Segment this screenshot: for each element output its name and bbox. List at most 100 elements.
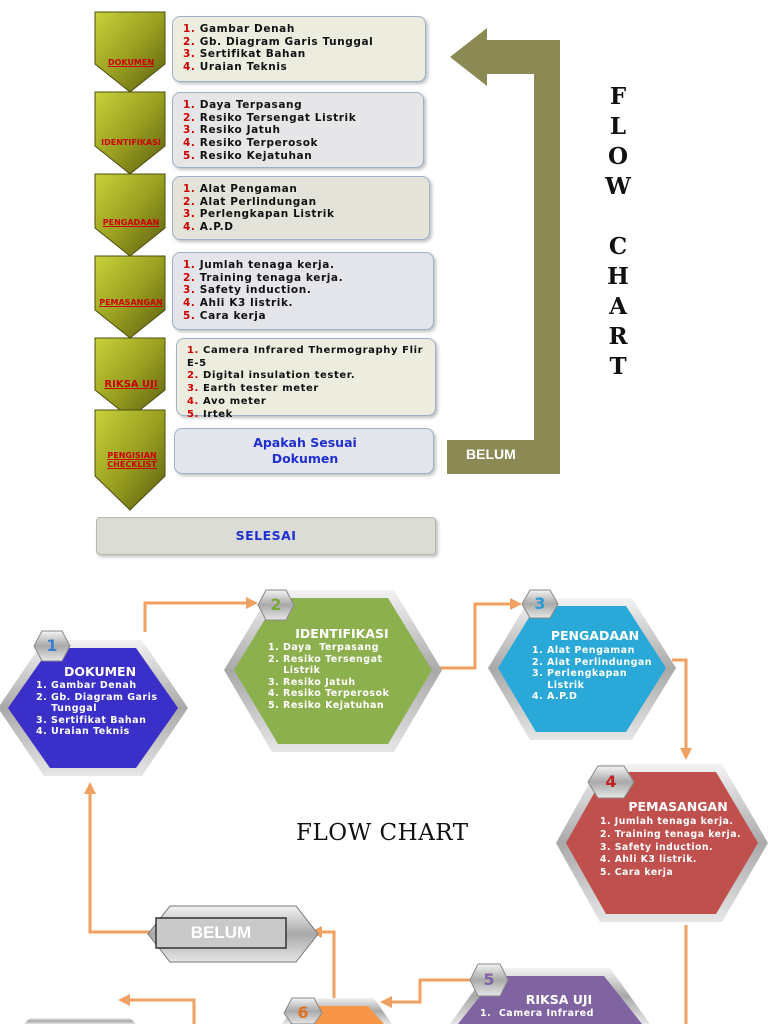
list-item: 3. Resiko Jatuh xyxy=(183,124,281,137)
hex-2-title: IDENTIFIKASI xyxy=(295,626,389,641)
hex-list-item: 4. Resiko Terperosok xyxy=(268,688,390,699)
box-riksa-uji: 1. Camera Infrared Thermography Flir E-5… xyxy=(176,338,436,420)
hex-list-item: 4. A.P.D xyxy=(532,691,578,702)
hex-list-item: 3. Resiko Jatuh xyxy=(268,676,356,688)
chevron-label-pengadaan: PENGADAAN xyxy=(102,218,160,227)
chevron-label-pemasangan: PEMASANGAN xyxy=(99,298,163,307)
list-item: 1. Gambar Denah xyxy=(183,23,295,35)
list-item: 1. Camera Infrared Thermography Flir E-5 xyxy=(187,345,424,369)
hex-2-shape xyxy=(224,590,442,752)
list-item: 3. Sertifikat Bahan xyxy=(183,48,306,61)
hex-3-shape xyxy=(488,598,676,740)
vertical-title-letter: O xyxy=(607,143,629,170)
hex-list-item: 2. Gb. Diagram Garis xyxy=(36,691,158,703)
selesai-text: SELESAI xyxy=(235,528,297,543)
belum-label-top: BELUM xyxy=(466,446,516,462)
chevron-label-dokumen: DOKUMEN xyxy=(107,58,155,67)
list-riksa-uji: 1. Camera Infrared Thermography Flir E-5… xyxy=(177,339,435,421)
hex-4-number: 4 xyxy=(605,772,617,791)
vertical-title-letter xyxy=(600,202,636,232)
hex-list-item: 1. Alat Pengaman xyxy=(532,645,635,656)
box-pemasangan: 1. Jumlah tenaga kerja.2. Training tenag… xyxy=(172,252,434,330)
list-item: 2. Alat Perlindungan xyxy=(183,195,317,208)
hex-list-item: 3. Perlengkapan xyxy=(532,668,628,679)
hex-list-item: 2. Resiko Tersengat xyxy=(268,653,383,665)
list-item: 2. Resiko Tersengat Listrik xyxy=(183,111,357,124)
vertical-title-letter: F xyxy=(609,83,627,110)
hex-list-item: 2. Training tenaga kerja. xyxy=(600,828,742,840)
list-item: 3. Safety induction. xyxy=(183,284,312,297)
list-item: 3. Earth tester meter xyxy=(187,383,319,395)
hex-6-number: 6 xyxy=(297,1003,309,1022)
vertical-title-letter: A xyxy=(609,293,627,320)
belum-plaque-shape xyxy=(147,905,319,963)
list-item: 1. Daya Terpasang xyxy=(183,99,303,111)
hex-2-number: 2 xyxy=(270,595,282,614)
belum-return-arrow xyxy=(447,28,560,474)
list-item: 5. Resiko Kejatuhan xyxy=(183,149,313,162)
hex-list-item: Listrik xyxy=(268,665,321,676)
chevron-dokumen xyxy=(94,11,166,93)
vertical-title-letter: R xyxy=(608,323,628,350)
chevron-label-pengisian: PENGISIAN CHECKLIST xyxy=(107,451,157,469)
hex-list-item: 5. Cara kerja xyxy=(600,867,674,879)
vertical-title-letter: W xyxy=(605,173,631,200)
list-item: 3. Perlengkapan Listrik xyxy=(183,208,335,221)
hex-list-item: 1. Jumlah tenaga kerja. xyxy=(600,816,734,827)
hex-list-item: 3. Sertifikat Bahan xyxy=(36,714,147,726)
flow-chart-title: FLOW CHART xyxy=(296,820,469,846)
hex-list-item: 1. Camera Infrared xyxy=(480,1008,594,1019)
hex-list-item: 1. Gambar Denah xyxy=(36,680,137,691)
chevron-label-riksa-uji: RIKSA UJI xyxy=(104,379,158,390)
hex-4-title: PEMASANGAN xyxy=(628,799,728,814)
hex-list-item: 4. Ahli K3 listrik. xyxy=(600,854,697,866)
list-item: 2. Training tenaga kerja. xyxy=(183,271,344,284)
vertical-title-letter: H xyxy=(607,263,629,290)
list-item: 4. Uraian Teknis xyxy=(183,61,288,74)
vertical-title-letter: L xyxy=(609,113,627,140)
hex-list-item: 3. Safety induction. xyxy=(600,841,714,853)
list-pemasangan: 1. Jumlah tenaga kerja.2. Training tenag… xyxy=(173,253,433,323)
hex-1-title: DOKUMEN xyxy=(63,664,137,679)
chevron-pengisian-checklist xyxy=(94,409,166,511)
flow-arrows xyxy=(88,601,688,1024)
list-item: 2. Gb. Diagram Garis Tunggal xyxy=(183,35,374,48)
list-item: 2. Digital insulation tester. xyxy=(187,370,356,382)
hex-list-item: Listrik xyxy=(532,679,585,691)
list-item: 4. Avo meter xyxy=(187,395,267,407)
list-item: 4. Resiko Terperosok xyxy=(183,137,319,150)
selesai-box: SELESAI xyxy=(96,517,436,555)
chevron-identifikasi xyxy=(94,91,166,175)
decision-text: Apakah Sesuai Dokumen xyxy=(253,435,357,466)
chevron-pemasangan xyxy=(94,255,166,339)
list-item: 4. Ahli K3 listrik. xyxy=(183,297,294,310)
flow-arrowheads xyxy=(84,597,692,1008)
list-item: 1. Jumlah tenaga kerja. xyxy=(183,259,335,271)
chevron-label-identifikasi: IDENTIFIKASI xyxy=(101,138,161,147)
chevron-riksa-uji xyxy=(94,337,166,419)
hex-5-title: RIKSA UJI xyxy=(525,992,593,1007)
chevron-pengadaan xyxy=(94,173,166,257)
hex-list-item: 1. Daya Terpasang xyxy=(268,642,379,653)
vertical-title-letter: C xyxy=(608,233,628,260)
list-item: 5. Irtek xyxy=(187,408,233,420)
hex-partial-shape xyxy=(24,1018,136,1024)
hex-list-item: 5. Resiko Kejatuhan xyxy=(268,699,385,711)
list-item: 5. Cara kerja xyxy=(183,309,267,322)
hex-list-item: 4. Uraian Teknis xyxy=(36,726,130,737)
hex-5-number: 5 xyxy=(483,970,495,989)
belum-label-bottom: BELUM xyxy=(190,923,252,942)
hex-4-list: 1. Jumlah tenaga kerja.2. Training tenag… xyxy=(600,816,741,880)
hex-1-shape xyxy=(0,640,188,776)
decision-box: Apakah Sesuai Dokumen xyxy=(174,428,434,474)
